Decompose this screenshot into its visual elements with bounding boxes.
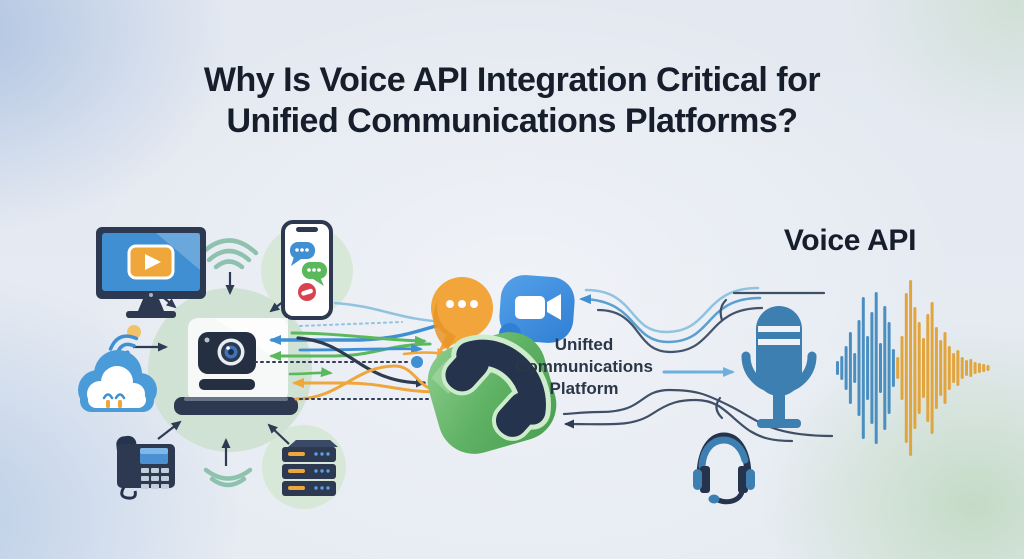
microphone-icon [741,306,817,428]
cloud-icon [78,325,157,412]
server-stack-icon [282,440,338,496]
page-title: Why Is Voice API Integration Critical fo… [0,60,1024,143]
audio-waveform [836,280,990,456]
headset-icon [693,432,755,505]
wifi-signal-icon [199,238,259,270]
monitor-video-icon [96,227,206,318]
unified-communications-platform-label: Unifted Communications Platform [515,335,653,398]
smartphone-chat-icon [281,220,333,320]
phone-handset-icon [427,332,557,454]
chat-bubble-icon [431,277,493,352]
wifi-signal-bottom-icon [203,467,253,488]
webcam-laptop-icon [174,318,298,415]
title-line-2: Unified Communications Platforms? [226,102,799,141]
desk-phone-icon [116,435,175,500]
title-line-1: Why Is Voice API Integration Critical fo… [203,61,821,99]
voice-api-label: Voice API [783,224,917,257]
flow-lines-right-top [579,286,764,377]
